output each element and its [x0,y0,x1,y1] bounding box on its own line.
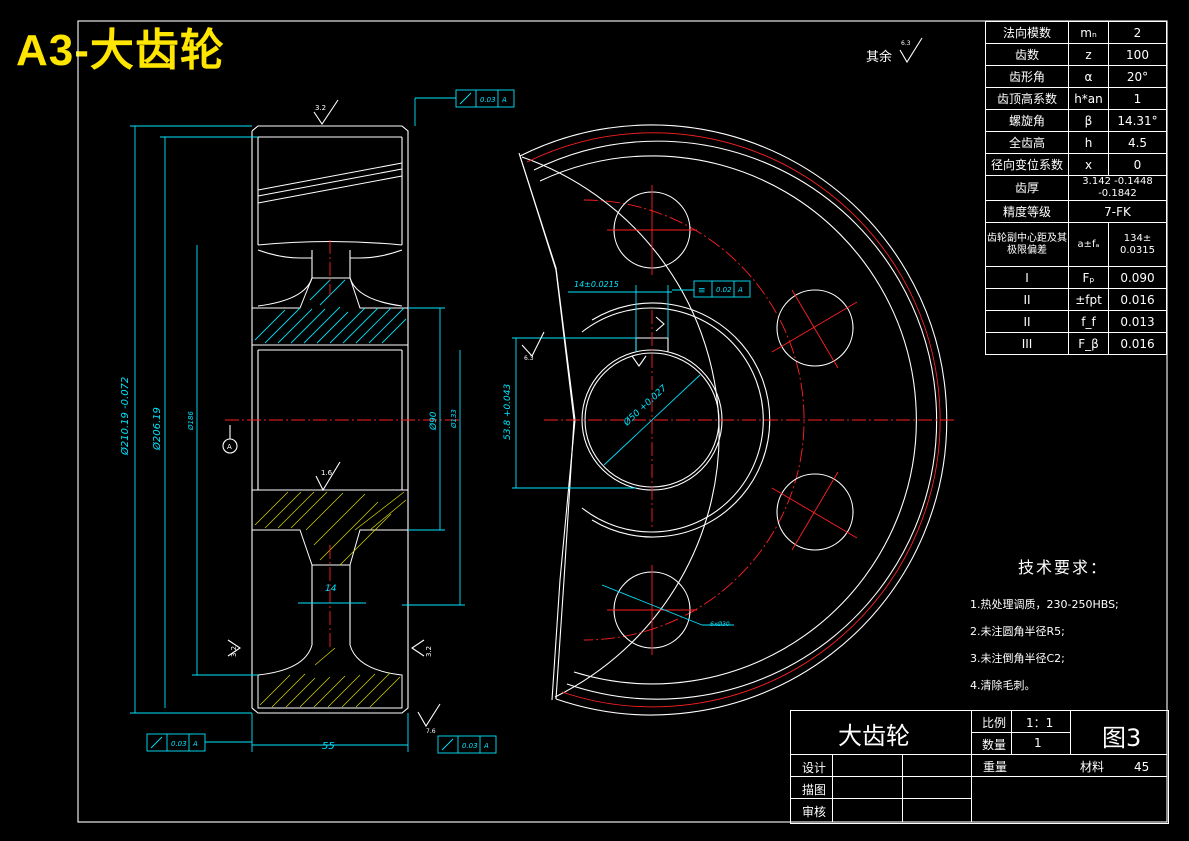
svg-text:0.03: 0.03 [171,740,187,748]
svg-text:Ø133: Ø133 [450,409,458,429]
qty-label: 数量 [982,738,1007,752]
svg-text:3.2: 3.2 [230,646,238,657]
svg-text:6.3: 6.3 [524,355,534,362]
design-label: 设计 [802,761,827,775]
svg-text:0.02: 0.02 [716,286,732,294]
svg-text:14±0.0215: 14±0.0215 [574,280,619,289]
svg-text:Ø206.19: Ø206.19 [151,407,163,451]
material-value: 45 [1134,760,1150,774]
svg-text:≡: ≡ [698,286,706,296]
surface-roughness-note: 其余 [866,50,893,65]
drawing-border [77,20,1168,823]
svg-text:Ø90: Ø90 [428,411,439,431]
tech-item: 2.未注圆角半径R5; [970,625,1065,638]
section-view: Ø210.19 -0.072 Ø206.19 Ø186 Ø90 Ø133 55 … [119,89,515,754]
svg-text:1.6: 1.6 [321,469,333,477]
svg-text:7.6: 7.6 [426,728,436,735]
qty-value: 1 [1034,736,1042,750]
svg-text:6.3: 6.3 [901,40,911,47]
svg-text:55: 55 [322,741,335,752]
svg-text:3.2: 3.2 [315,104,326,112]
draw-label: 描图 [802,783,827,797]
svg-text:A: A [483,742,489,750]
drawing-title: A3-大齿轮 [16,26,225,75]
svg-text:53.8 +0.043: 53.8 +0.043 [503,384,513,440]
svg-text:Ø186: Ø186 [187,411,195,431]
svg-text:0.03: 0.03 [480,96,496,104]
tech-item: 3.未注倒角半径C2; [970,652,1065,665]
svg-text:3.2: 3.2 [425,646,433,657]
part-name: 大齿轮 [838,722,910,750]
drawing-number: 图3 [1102,724,1142,752]
scale-value: 1：1 [1026,716,1054,730]
svg-text:A: A [501,96,507,104]
review-label: 审核 [802,805,827,819]
tech-item: 1.热处理调质，230-250HBS; [970,598,1119,611]
tech-requirements-title: 技术要求： [1018,558,1109,577]
roughness-symbol [899,37,923,64]
svg-text:Ø210.19 -0.072: Ø210.19 -0.072 [119,377,131,456]
material-label: 材料 [1080,760,1105,774]
svg-text:14: 14 [325,584,337,594]
scale-label: 比例 [982,716,1007,730]
svg-text:6xØ30: 6xØ30 [710,621,730,628]
weight-label: 重量 [983,760,1008,774]
svg-text:A: A [192,740,198,748]
svg-text:A: A [737,286,743,294]
tech-item: 4.清除毛刺。 [970,679,1036,692]
svg-text:0.03: 0.03 [462,742,478,750]
svg-text:Ø50 +0.027: Ø50 +0.027 [621,383,669,429]
svg-text:A: A [227,443,232,451]
